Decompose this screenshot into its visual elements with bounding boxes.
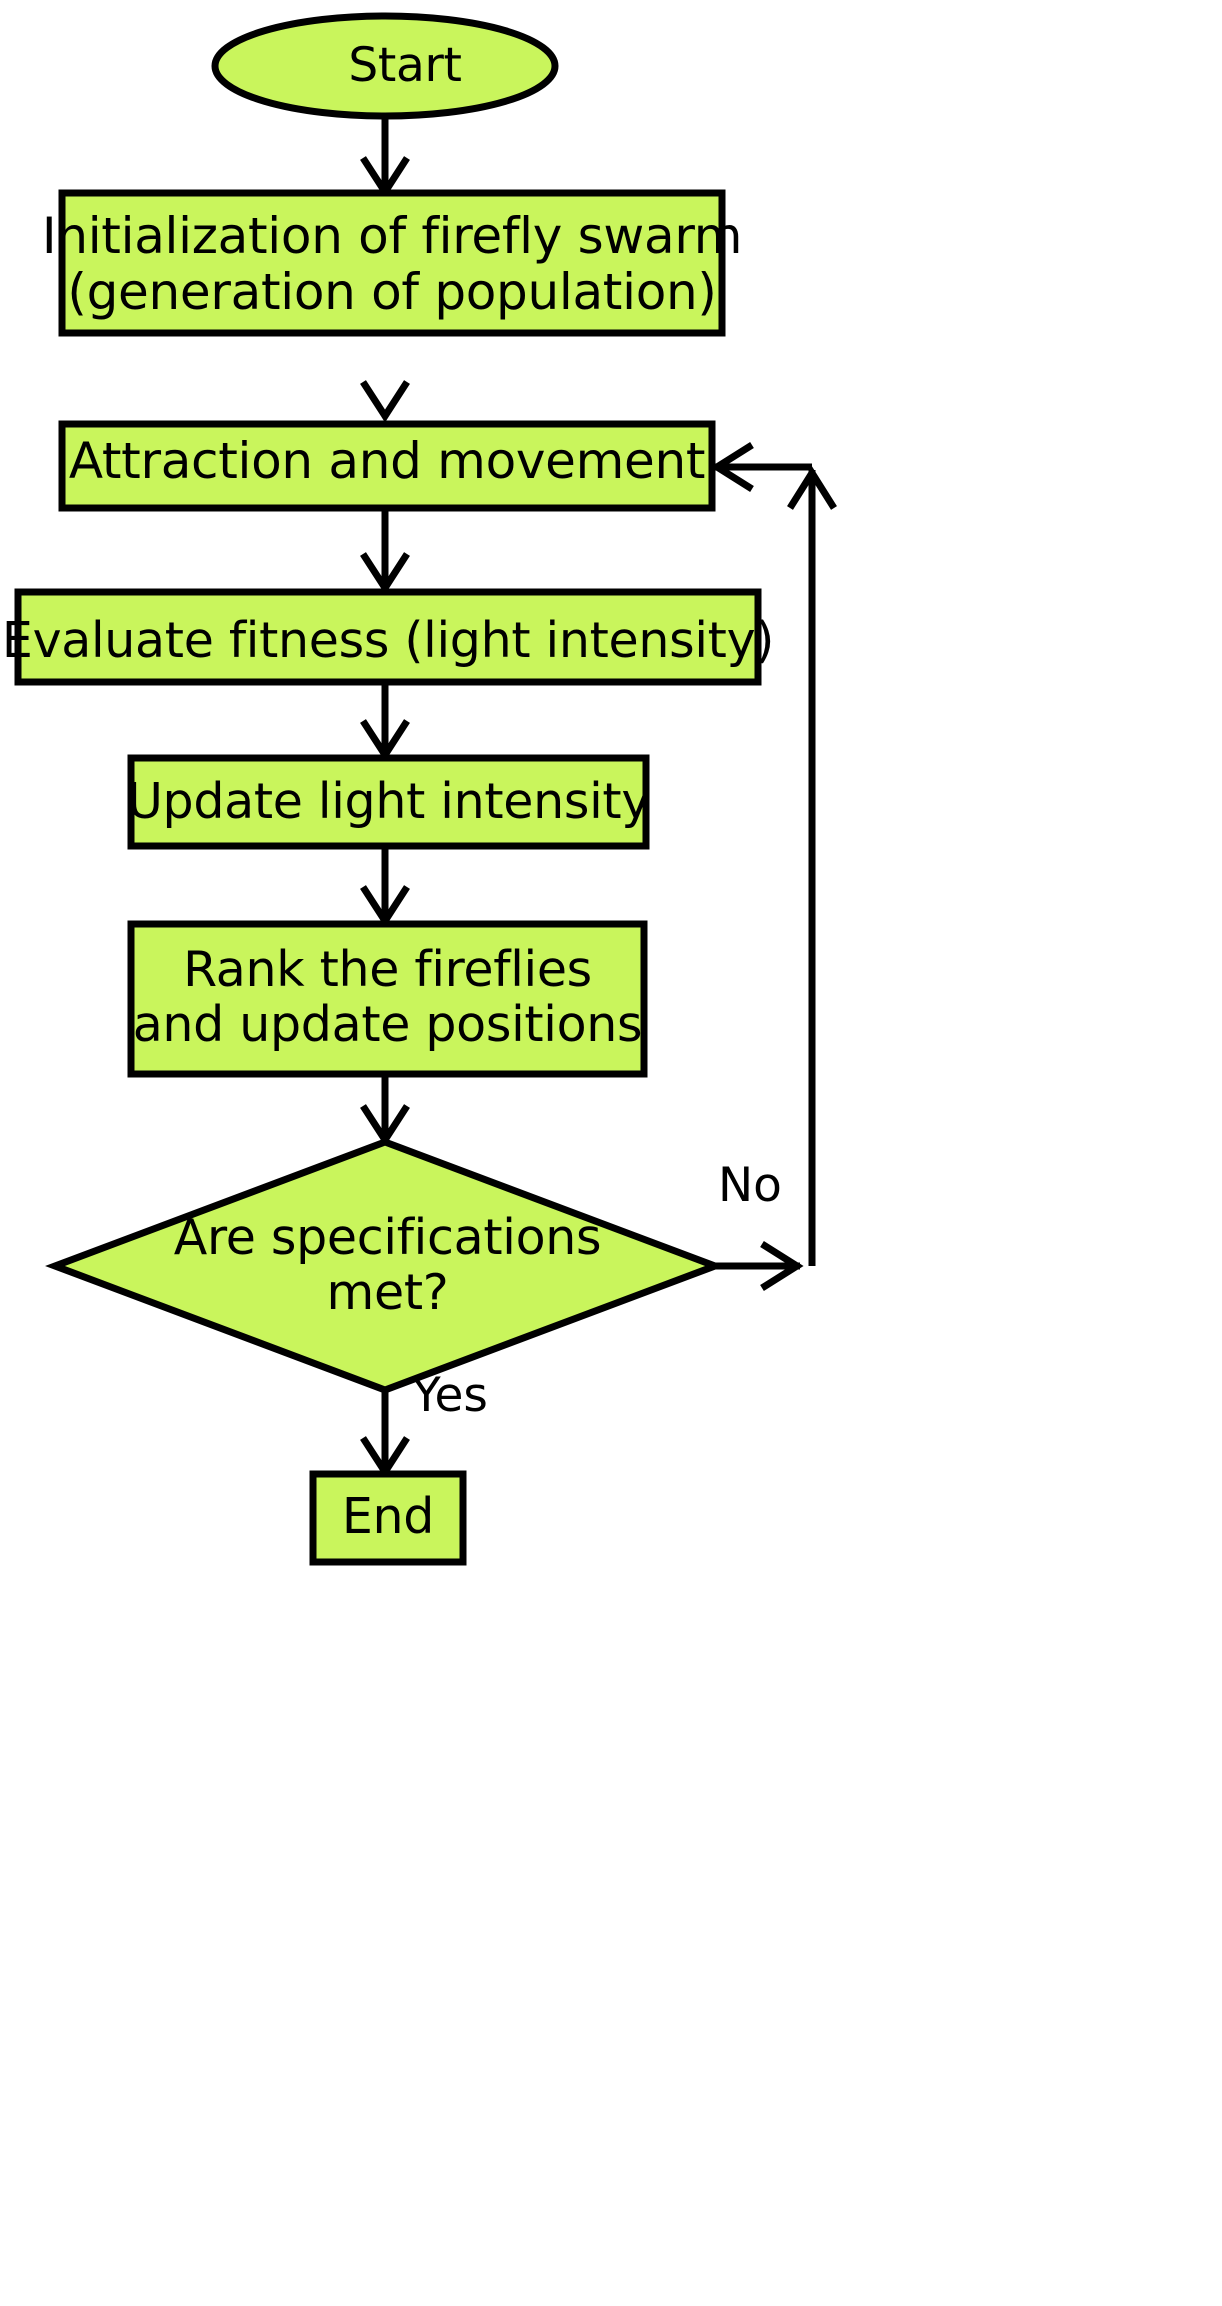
node-end[interactable] (309, 1470, 467, 1566)
edge-evaluate-to-update (360, 680, 410, 762)
edge-attraction-to-evaluate (360, 508, 410, 595)
edge-update-to-rank (360, 845, 410, 928)
node-initialization[interactable] (58, 189, 726, 337)
node-rank[interactable] (127, 920, 648, 1078)
node-update-intensity[interactable] (127, 754, 650, 850)
node-attraction[interactable] (58, 420, 716, 512)
node-decision[interactable] (45, 1138, 725, 1394)
edge-start-to-initialization (360, 112, 410, 199)
edge-decision-yes-to-end (360, 1392, 410, 1479)
node-start[interactable] (211, 12, 559, 120)
edge-decision-no-loop (710, 442, 837, 1291)
edge-rank-to-decision (360, 1073, 410, 1147)
node-evaluate[interactable] (14, 588, 762, 686)
